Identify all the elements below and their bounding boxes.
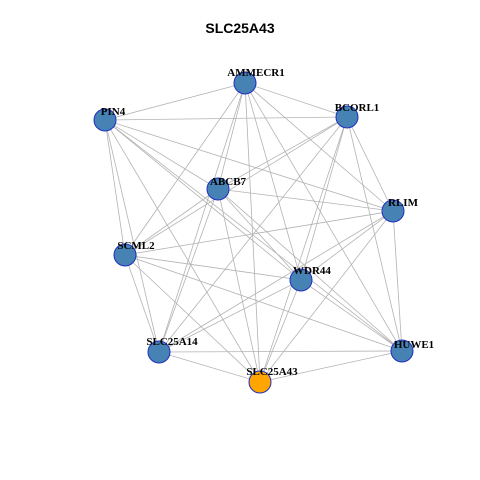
node-slc25a43[interactable] bbox=[248, 370, 272, 394]
edge-pin4-slc25a14 bbox=[104, 119, 160, 353]
edge-wdr44-huwe1 bbox=[300, 279, 403, 352]
edge-abcb7-slc25a14 bbox=[158, 188, 219, 353]
edge-scml2-huwe1 bbox=[124, 254, 403, 352]
edge-ammecr1-abcb7 bbox=[217, 82, 246, 190]
node-rlim[interactable] bbox=[381, 199, 405, 223]
edge-abcb7-rlim bbox=[217, 188, 394, 212]
edge-rlim-huwe1 bbox=[392, 210, 403, 352]
edge-huwe1-slc25a43 bbox=[259, 350, 403, 383]
edge-pin4-huwe1 bbox=[104, 119, 403, 352]
edge-abcb7-wdr44 bbox=[217, 188, 302, 281]
edge-scml2-slc25a43 bbox=[124, 254, 261, 383]
edge-ammecr1-wdr44 bbox=[244, 82, 302, 281]
edge-abcb7-slc25a43 bbox=[217, 188, 261, 383]
edge-bcorl1-wdr44 bbox=[300, 116, 348, 281]
edge-slc25a14-slc25a43 bbox=[158, 351, 261, 383]
node-slc25a14[interactable] bbox=[147, 340, 171, 364]
edge-abcb7-scml2 bbox=[124, 188, 219, 256]
node-layer bbox=[93, 71, 414, 394]
edge-ammecr1-pin4 bbox=[104, 82, 246, 121]
edge-bcorl1-slc25a14 bbox=[158, 116, 348, 353]
edge-pin4-slc25a43 bbox=[104, 119, 261, 383]
edge-rlim-scml2 bbox=[124, 210, 394, 256]
edge-rlim-slc25a43 bbox=[259, 210, 394, 383]
edge-ammecr1-slc25a43 bbox=[244, 82, 261, 383]
edge-pin4-rlim bbox=[104, 119, 394, 212]
edge-rlim-wdr44 bbox=[300, 210, 394, 281]
edge-pin4-scml2 bbox=[104, 119, 126, 256]
node-label-wdr44: WDR44 bbox=[293, 265, 331, 277]
edge-bcorl1-scml2 bbox=[124, 116, 348, 256]
edge-bcorl1-rlim bbox=[346, 116, 394, 212]
edge-ammecr1-rlim bbox=[244, 82, 394, 212]
edge-rlim-slc25a14 bbox=[158, 210, 394, 353]
edge-ammecr1-bcorl1 bbox=[244, 82, 348, 118]
edge-pin4-abcb7 bbox=[104, 119, 219, 190]
edge-bcorl1-slc25a43 bbox=[259, 116, 348, 383]
node-label-slc25a14: SLC25A14 bbox=[146, 336, 198, 348]
edge-pin4-bcorl1 bbox=[104, 116, 348, 121]
edge-scml2-slc25a14 bbox=[124, 254, 160, 353]
edge-slc25a14-huwe1 bbox=[158, 350, 403, 353]
node-label-rlim: RLIM bbox=[388, 197, 419, 209]
node-label-bcorl1: BCORL1 bbox=[335, 102, 380, 114]
node-wdr44[interactable] bbox=[289, 268, 313, 292]
node-pin4[interactable] bbox=[93, 108, 117, 132]
graph-title: SLC25A43 bbox=[205, 20, 275, 36]
edge-bcorl1-abcb7 bbox=[217, 116, 348, 190]
node-label-abcb7: ABCB7 bbox=[210, 176, 247, 188]
edge-scml2-wdr44 bbox=[124, 254, 302, 281]
node-label-ammecr1: AMMECR1 bbox=[227, 67, 284, 79]
node-scml2[interactable] bbox=[113, 243, 137, 267]
node-abcb7[interactable] bbox=[206, 177, 230, 201]
node-huwe1[interactable] bbox=[390, 339, 414, 363]
edge-bcorl1-huwe1 bbox=[346, 116, 403, 352]
edge-ammecr1-huwe1 bbox=[244, 82, 403, 352]
node-label-huwe1: HUWE1 bbox=[394, 339, 434, 351]
edge-wdr44-slc25a14 bbox=[158, 279, 302, 353]
node-label-scml2: SCML2 bbox=[117, 240, 155, 252]
node-bcorl1[interactable] bbox=[335, 105, 359, 129]
edge-ammecr1-slc25a14 bbox=[158, 82, 246, 353]
edge-layer bbox=[104, 82, 403, 383]
node-label-pin4: PIN4 bbox=[101, 106, 126, 118]
node-label-slc25a43: SLC25A43 bbox=[246, 366, 298, 378]
edge-wdr44-slc25a43 bbox=[259, 279, 302, 383]
edge-abcb7-huwe1 bbox=[217, 188, 403, 352]
node-ammecr1[interactable] bbox=[233, 71, 257, 95]
